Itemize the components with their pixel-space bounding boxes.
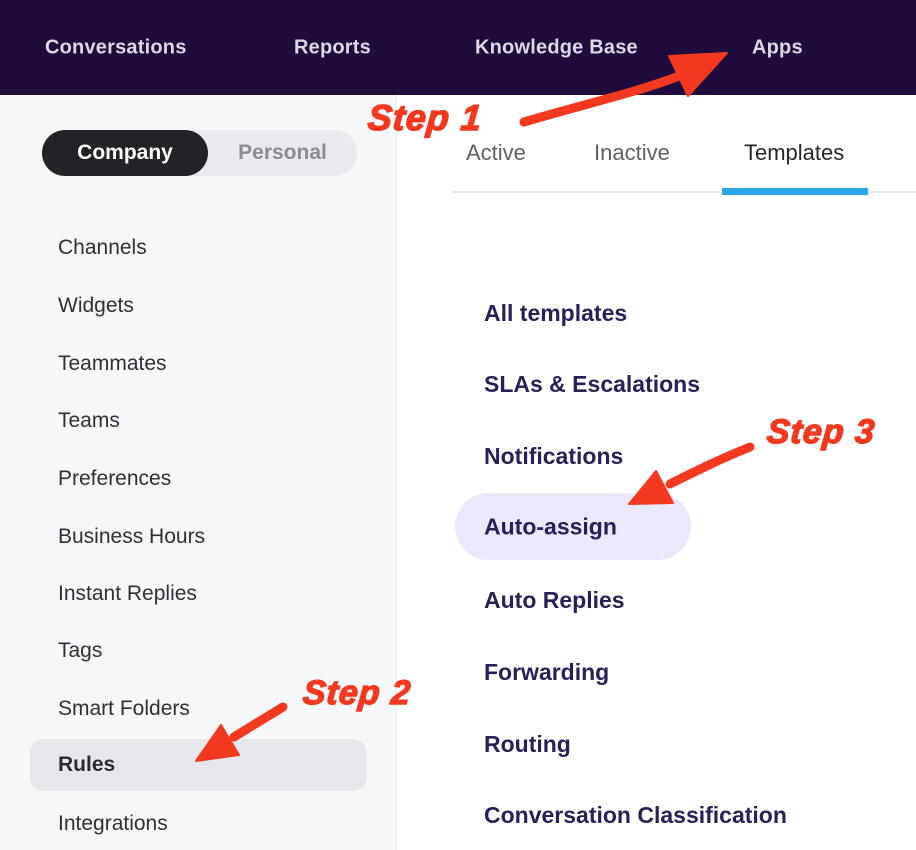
template-item-auto-replies[interactable]: Auto Replies (484, 587, 625, 613)
toggle-personal[interactable]: Personal (238, 141, 327, 164)
sidebar-item-business-hours[interactable]: Business Hours (58, 525, 206, 548)
sidebar-item-channels[interactable]: Channels (58, 236, 147, 259)
sidebar-item-widgets[interactable]: Widgets (58, 294, 134, 317)
sidebar-item-rules[interactable]: Rules (30, 739, 367, 791)
template-item-all-templates[interactable]: All templates (484, 300, 628, 326)
sidebar-item-integrations[interactable]: Integrations (58, 812, 168, 835)
tab-templates[interactable]: Templates (744, 140, 845, 165)
top-navbar: Conversations Reports Knowledge Base App… (0, 0, 916, 95)
sidebar-item-tags[interactable]: Tags (58, 639, 103, 662)
rules-main-panel: Active Inactive Templates All templates … (397, 95, 916, 850)
template-item-notifications[interactable]: Notifications (484, 443, 624, 469)
tabs-divider (452, 191, 916, 193)
sidebar-item-smart-folders[interactable]: Smart Folders (58, 697, 190, 720)
nav-item-conversations[interactable]: Conversations (45, 36, 187, 58)
nav-item-apps[interactable]: Apps (752, 36, 803, 58)
sidebar-item-preferences[interactable]: Preferences (58, 467, 172, 490)
template-item-auto-assign-label: Auto-assign (484, 513, 617, 539)
sidebar-item-instant-replies[interactable]: Instant Replies (58, 582, 197, 605)
template-item-routing[interactable]: Routing (484, 731, 571, 757)
sidebar-item-teams[interactable]: Teams (58, 409, 120, 432)
toggle-company[interactable]: Company (42, 130, 208, 176)
sidebar-item-teammates[interactable]: Teammates (58, 352, 167, 375)
tab-active[interactable]: Active (466, 140, 526, 165)
nav-item-knowledge-base[interactable]: Knowledge Base (475, 36, 638, 58)
sidebar-item-rules-label: Rules (58, 753, 116, 776)
template-item-auto-assign[interactable]: Auto-assign (455, 493, 691, 560)
active-tab-underline (722, 188, 868, 195)
tab-inactive[interactable]: Inactive (594, 140, 670, 165)
nav-item-reports[interactable]: Reports (294, 36, 371, 58)
template-item-slas-escalations[interactable]: SLAs & Escalations (484, 371, 701, 397)
template-item-forwarding[interactable]: Forwarding (484, 659, 610, 685)
settings-sidebar: Company Personal Channels Widgets Teamma… (0, 95, 397, 850)
template-item-conversation-classification[interactable]: Conversation Classification (484, 802, 787, 828)
company-personal-toggle: Company Personal (42, 130, 357, 176)
